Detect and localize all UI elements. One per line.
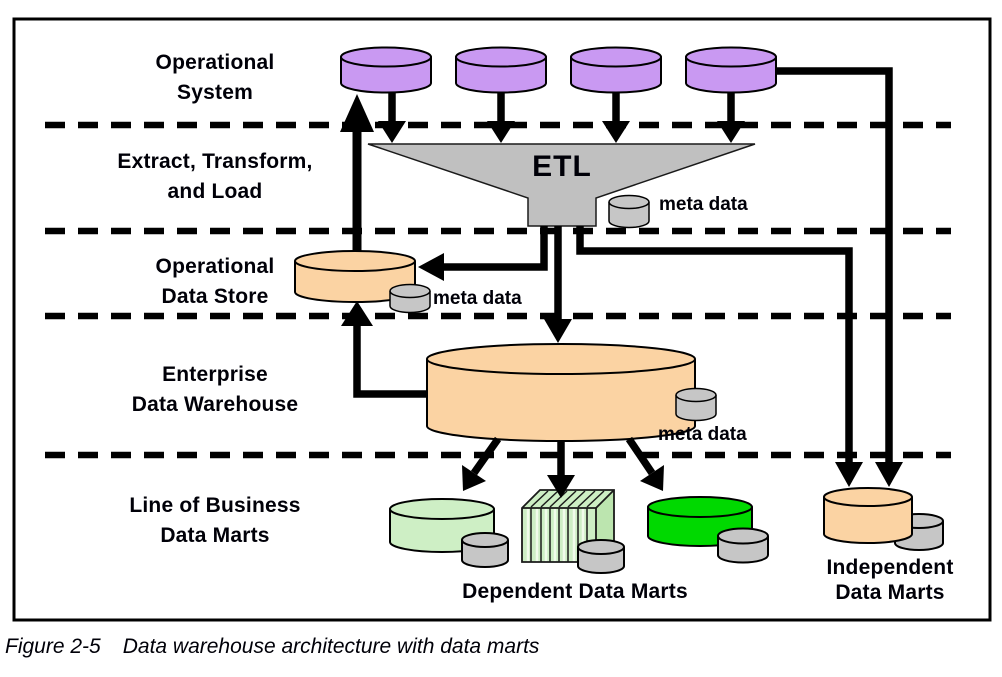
metadata-database-icon-ods bbox=[389, 283, 431, 314]
figure-caption-number: Figure 2-5 bbox=[5, 635, 101, 658]
operational-system-database-icon-1 bbox=[340, 46, 432, 94]
independent-mart-database-icon bbox=[823, 487, 913, 544]
layer-label-enterprise-data-warehouse: Enterprise Data Warehouse bbox=[131, 363, 299, 416]
arrow-edw-to-dependent-mart-2 bbox=[547, 441, 575, 498]
operational-system-database-icon-3 bbox=[570, 46, 662, 94]
edw-database-icon bbox=[426, 343, 696, 442]
dependent-mart-metadata-database-icon-3 bbox=[717, 527, 769, 564]
arrow-ods-to-opsys bbox=[340, 94, 374, 252]
arrow-etl-to-edw bbox=[544, 226, 572, 343]
arrow-opsys4-to-etl bbox=[717, 92, 745, 143]
flow-arrows bbox=[340, 67, 903, 498]
metadata-label-etl: meta data bbox=[659, 194, 748, 215]
figure-caption: Figure 2-5 Data warehouse architecture w… bbox=[5, 635, 539, 659]
dependent-mart-metadata-database-icon-2 bbox=[577, 539, 625, 574]
etl-funnel-icon bbox=[367, 143, 756, 227]
etl-funnel-label: ETL bbox=[532, 150, 592, 183]
dependent-data-marts-label: Dependent Data Marts bbox=[462, 580, 688, 603]
arrow-opsys4-to-independent-mart bbox=[776, 67, 903, 487]
metadata-database-icon-etl bbox=[608, 194, 650, 229]
metadata-database-icon-edw bbox=[675, 387, 717, 422]
operational-system-database-icon-2 bbox=[455, 46, 547, 94]
arrow-edw-to-dependent-mart-3 bbox=[625, 436, 664, 491]
arrow-edw-to-dependent-mart-1 bbox=[462, 436, 502, 491]
arrow-opsys1-to-etl bbox=[378, 92, 406, 143]
layer-label-etl: Extract, Transform, and Load bbox=[117, 150, 313, 203]
arrow-opsys2-to-etl bbox=[487, 92, 515, 143]
dependent-mart-database-icon-3 bbox=[647, 496, 753, 547]
dependent-mart-metadata-database-icon-1 bbox=[461, 532, 509, 568]
figure-caption-title: Data warehouse architecture with data ma… bbox=[122, 635, 540, 658]
layer-label-operational-data-store: Operational Data Store bbox=[155, 255, 275, 308]
arrow-etl-to-independent-mart bbox=[576, 226, 863, 487]
layer-separator-lines bbox=[45, 121, 951, 459]
metadata-label-edw: meta data bbox=[658, 424, 747, 445]
operational-system-database-icon-4 bbox=[685, 46, 777, 94]
independent-data-marts-label: Independent Data Marts bbox=[826, 556, 954, 604]
layer-label-operational-system: Operational System bbox=[155, 51, 275, 104]
arrow-etl-to-ods bbox=[418, 226, 548, 281]
arrow-opsys3-to-etl bbox=[602, 92, 630, 143]
metadata-label-ods: meta data bbox=[433, 288, 522, 309]
ods-database-icon bbox=[294, 250, 416, 303]
layer-label-line-of-business: Line of Business Data Marts bbox=[129, 494, 301, 547]
arrow-edw-to-ods bbox=[341, 301, 428, 398]
diagram-border bbox=[12, 17, 992, 622]
